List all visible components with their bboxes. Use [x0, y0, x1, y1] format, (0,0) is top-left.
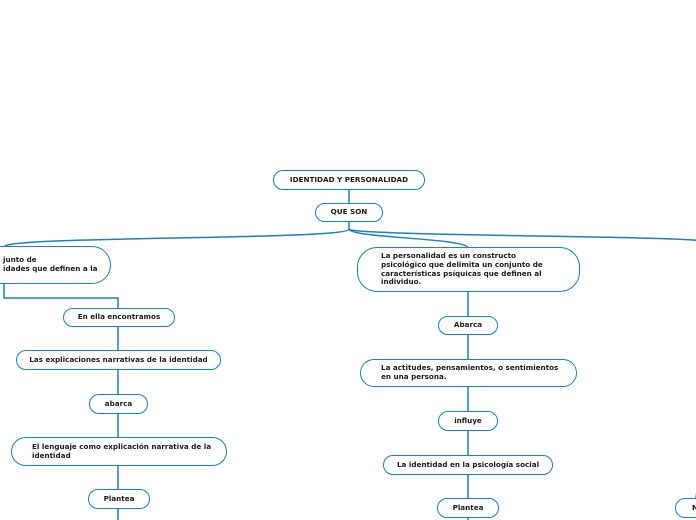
connector-to-right-branch	[348, 228, 696, 242]
node-que-son-label: QUE SON	[330, 207, 368, 217]
node-influye[interactable]: influye	[438, 411, 498, 431]
node-root[interactable]: IDENTIDAD Y PERSONALIDAD	[273, 170, 425, 190]
node-right-partial-label: M	[692, 502, 696, 512]
node-plantea-left[interactable]: Plantea	[88, 489, 150, 509]
node-right-partial[interactable]: M	[675, 498, 696, 518]
node-en-ella-encontramos[interactable]: En ella encontramos	[63, 308, 175, 327]
node-identidad-psicologia-social-label: La identidad en la psicología social	[396, 459, 540, 469]
node-actitudes-label: La actitudes, pensamientos, o sentimient…	[381, 363, 559, 381]
node-que-son[interactable]: QUE SON	[315, 203, 383, 222]
node-left-definition[interactable]: junto de idades que definen a la	[0, 246, 111, 284]
connector-left-def-split	[3, 283, 119, 309]
connector-to-middle-definition	[348, 228, 469, 249]
connector-to-left-definition	[4, 228, 350, 247]
node-en-ella-encontramos-label: En ella encontramos	[77, 312, 161, 322]
node-abarca-middle-label: Abarca	[453, 320, 483, 330]
node-root-label: IDENTIDAD Y PERSONALIDAD	[289, 174, 409, 184]
node-abarca-left-label: abarca	[104, 398, 133, 408]
node-abarca-middle[interactable]: Abarca	[438, 316, 498, 335]
node-explicaciones-narrativas-label: Las explicaciones narrativas de la ident…	[29, 354, 208, 364]
node-personalidad-definition[interactable]: La personalidad es un constructo psicoló…	[357, 247, 580, 292]
node-lenguaje-narrativa-label: El lenguaje como explicación narrativa d…	[32, 441, 212, 460]
node-plantea-left-label: Plantea	[103, 493, 135, 503]
node-lenguaje-narrativa[interactable]: El lenguaje como explicación narrativa d…	[11, 437, 227, 466]
node-abarca-left[interactable]: abarca	[89, 394, 148, 414]
node-plantea-middle[interactable]: Plantea	[437, 498, 499, 518]
node-identidad-psicologia-social[interactable]: La identidad en la psicología social	[383, 455, 553, 475]
node-actitudes[interactable]: La actitudes, pensamientos, o sentimient…	[360, 359, 577, 387]
node-influye-label: influye	[454, 415, 482, 425]
node-left-definition-label: junto de idades que definen a la	[3, 255, 98, 273]
node-personalidad-definition-label: La personalidad es un constructo psicoló…	[381, 251, 543, 287]
node-plantea-middle-label: Plantea	[452, 502, 484, 512]
node-explicaciones-narrativas[interactable]: Las explicaciones narrativas de la ident…	[16, 350, 221, 370]
